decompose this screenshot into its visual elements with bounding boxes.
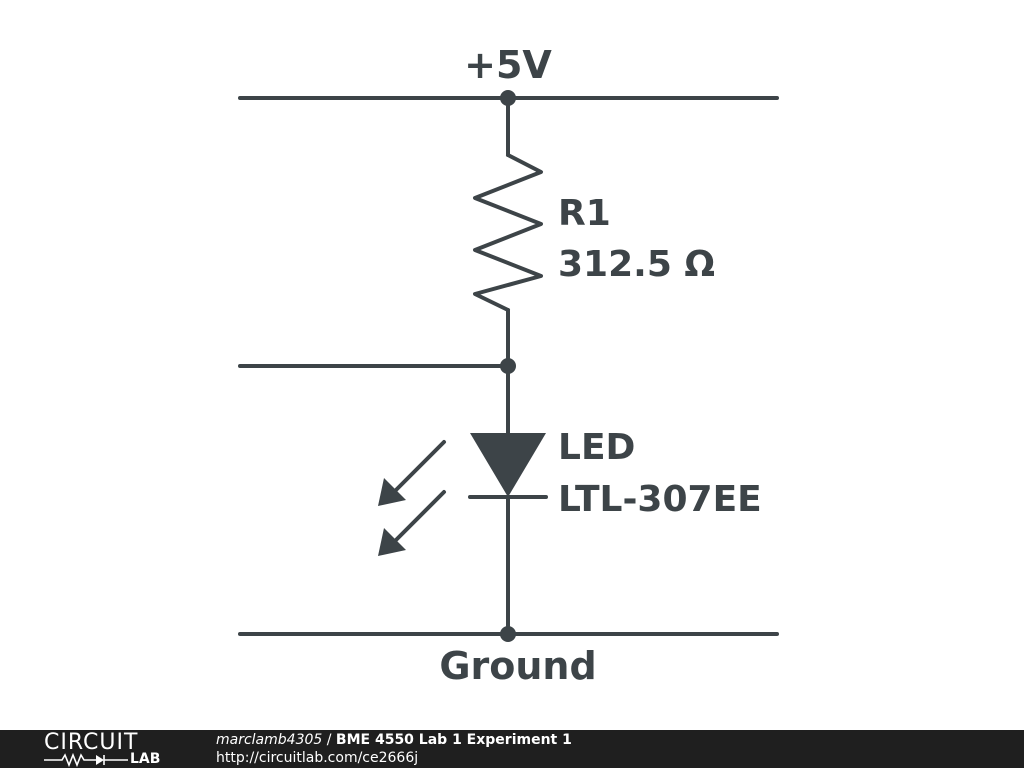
credits-separator: / (322, 732, 336, 748)
circuitlab-logo[interactable]: CIRCUIT LAB (44, 732, 174, 768)
logo-text-circuit: CIRCUIT (44, 730, 139, 755)
credits-line-2: http://circuitlab.com/ce2666j (216, 749, 572, 767)
led-ref-label: LED (558, 427, 635, 468)
credits-line-1: marclamb4305 / BME 4550 Lab 1 Experiment… (216, 731, 572, 749)
credits-block: marclamb4305 / BME 4550 Lab 1 Experiment… (216, 731, 572, 767)
supply-label: +5V (464, 43, 552, 87)
led-part-label: LTL-307EE (558, 479, 762, 520)
resistor-r1 (473, 153, 543, 312)
circuit-url-link[interactable]: http://circuitlab.com/ce2666j (216, 750, 419, 766)
logo-text-lab: LAB (130, 751, 161, 767)
schematic-diagram: +5V R1 312.5 Ω LED LTL-307EE (238, 43, 779, 688)
author-link[interactable]: marclamb4305 (216, 732, 323, 748)
resistor-value-label: 312.5 Ω (558, 244, 715, 285)
light-arrow-icon (378, 440, 446, 506)
resistor-ref-label: R1 (558, 193, 611, 234)
led-triangle (470, 433, 546, 497)
ground-label: Ground (439, 644, 596, 688)
circuit-title-link[interactable]: BME 4550 Lab 1 Experiment 1 (335, 732, 572, 748)
logo-circuit-icon (44, 753, 128, 767)
footer-bar: CIRCUIT LAB marclamb4305 / BME 4550 Lab … (0, 730, 1024, 768)
light-arrow-icon (378, 490, 446, 556)
ground-junction (500, 626, 516, 642)
